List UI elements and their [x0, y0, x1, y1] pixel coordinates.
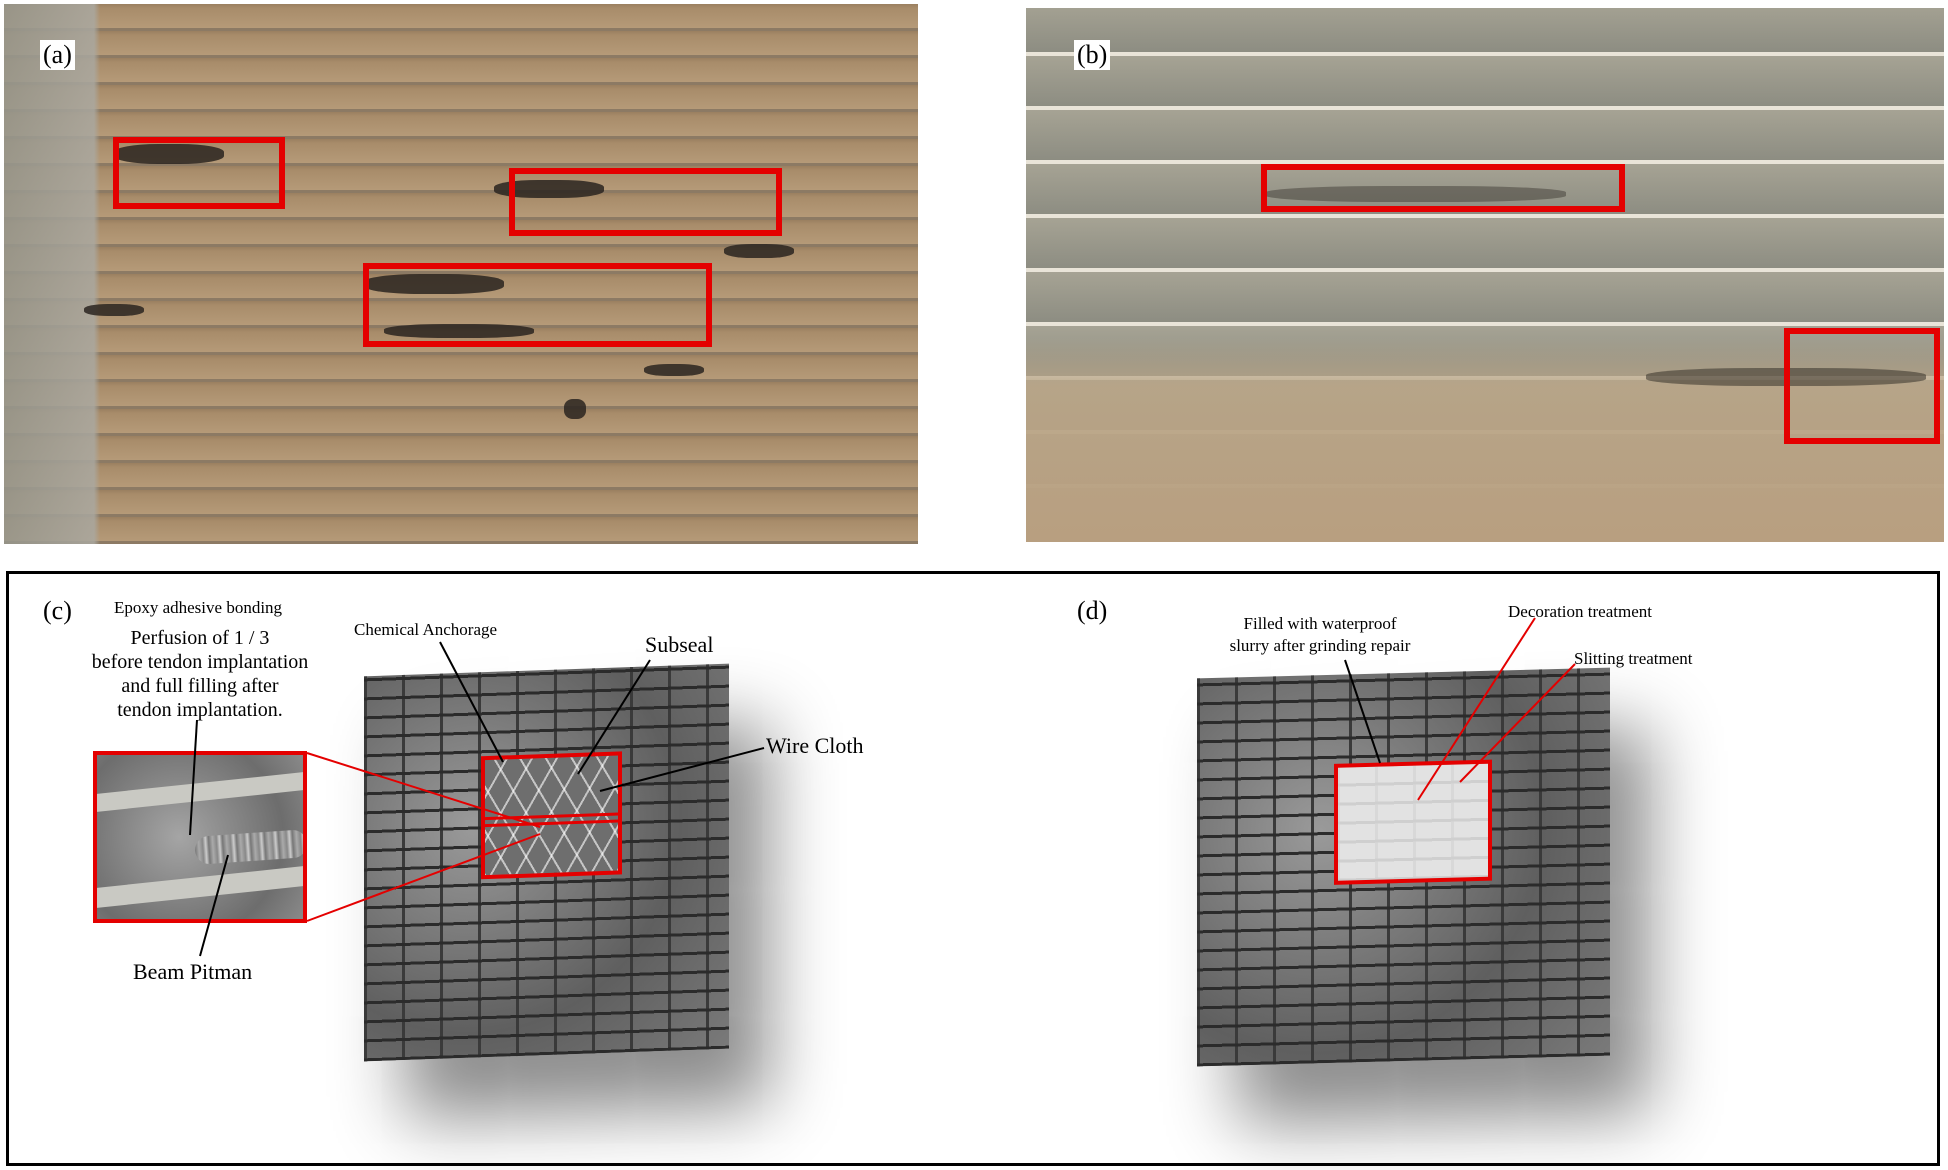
- decoration-label: Decoration treatment: [1508, 602, 1652, 621]
- filled-line-1: Filled with waterproof: [1243, 614, 1397, 633]
- panel-label-d: (d): [1074, 596, 1111, 626]
- subseal-label: Subseal: [645, 632, 714, 657]
- perfusion-line-3: and full filling after: [121, 675, 279, 697]
- cavity: [364, 274, 504, 294]
- panel-label-b: (b): [1074, 40, 1111, 70]
- cavity: [494, 180, 604, 198]
- cavity: [564, 399, 586, 419]
- panel-label-a: (a): [40, 40, 75, 70]
- photo-panel-a: [4, 4, 918, 544]
- cavity: [644, 364, 704, 376]
- groove-band: [97, 772, 303, 812]
- filled-line-2: slurry after grinding repair: [1229, 636, 1411, 655]
- chemical-anchorage-label: Chemical Anchorage: [354, 620, 498, 639]
- panel-label-c: (c): [40, 596, 75, 626]
- beam-pitman-inset: [93, 751, 307, 923]
- cavity: [724, 244, 794, 258]
- cavity: [384, 324, 534, 338]
- epoxy-title: Epoxy adhesive bonding: [113, 598, 283, 617]
- photo-panel-b: [1026, 8, 1944, 542]
- highlight-box-a2: [509, 168, 782, 236]
- perfusion-line-2: before tendon implantation: [91, 651, 309, 673]
- groove-band: [97, 866, 303, 908]
- perfusion-line-1: Perfusion of 1 / 3: [130, 627, 270, 649]
- highlight-box-b2: [1784, 328, 1940, 444]
- beam-pitman-label: Beam Pitman: [133, 959, 253, 984]
- cavity: [114, 144, 224, 164]
- repair-area-box: [1334, 759, 1492, 885]
- highlight-box-a1: [113, 137, 285, 209]
- highlight-box-b1: [1261, 164, 1625, 212]
- rebar-rod: [194, 829, 303, 865]
- cavity: [1266, 186, 1566, 202]
- slitting-label: Slitting treatment: [1574, 649, 1693, 668]
- cavity: [84, 304, 144, 316]
- wire-cloth-label: Wire Cloth: [766, 733, 864, 758]
- perfusion-line-4: tendon implantation.: [117, 699, 283, 721]
- brick-wall-model-c: [364, 663, 729, 1062]
- brick-wall-model-d: [1197, 667, 1610, 1067]
- highlight-box-a3: [363, 263, 712, 347]
